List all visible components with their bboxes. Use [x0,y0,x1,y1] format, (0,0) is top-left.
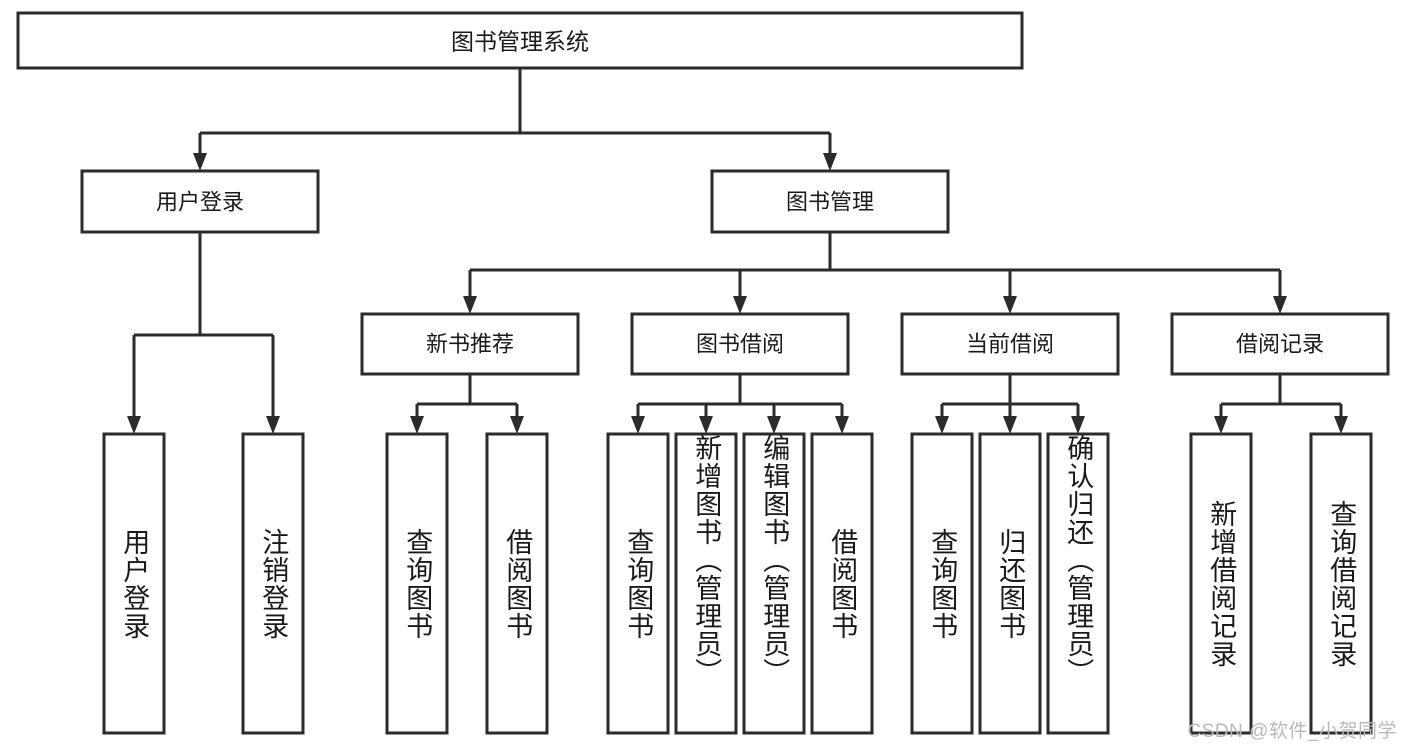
node-borrow-record-box[interactable] [1170,312,1390,376]
leaf-box-book-borrow-4[interactable] [810,432,874,735]
leaf-boxes-book-borrow [606,432,874,735]
leaf-box-new-book-1[interactable] [385,432,449,735]
node-new-book-recommend-label: 新书推荐 [426,332,514,357]
leaf-box-borrow-record-1[interactable] [1189,432,1253,735]
node-root-box[interactable] [16,11,1024,70]
arrowhead-bb-leaf1 [631,416,645,434]
connector-group-user-login [127,232,280,434]
leaf-box-borrow-record-2[interactable] [1309,432,1373,735]
arrowhead-borrow-record [1273,296,1287,314]
arrowhead-bb-leaf4 [835,416,849,434]
arrowhead-bb-leaf2 [699,416,713,434]
connector-group-borrow-record [1214,374,1348,434]
leaf-box-book-borrow-1[interactable] [606,432,670,735]
node-user-login-label: 用户登录 [156,190,244,215]
leaf-box-current-borrow-2[interactable] [978,432,1042,735]
connector-group-book-manage [463,232,1287,314]
arrowhead-book-borrow [733,296,747,314]
leaf-box-user-login-1[interactable] [102,432,166,735]
arrowhead-ul-leaf2 [266,416,280,434]
leaf-boxes-user-login [102,432,305,735]
leaf-boxes-new-book [385,432,549,735]
arrowhead-br-leaf2 [1334,416,1348,434]
arrowhead-ul-leaf1 [127,416,141,434]
arrowhead-user-login [193,153,207,171]
leaf-boxes-borrow-record [1189,432,1373,735]
node-current-borrow[interactable]: 当前借阅 [900,312,1120,376]
node-current-borrow-box[interactable] [900,312,1120,376]
arrowhead-nb-leaf2 [510,416,524,434]
node-borrow-record-label: 借阅记录 [1236,332,1324,357]
csdn-watermark: CSDN @软件_小贺同学 [1187,721,1397,742]
node-book-manage-label: 图书管理 [786,190,874,215]
arrowhead-current-borrow [1003,296,1017,314]
arrowhead-new-book [463,296,477,314]
leaf-box-user-login-2[interactable] [241,432,305,735]
leaf-boxes-current-borrow [910,432,1110,735]
arrowhead-book-manage [823,153,837,171]
node-book-manage-box[interactable] [710,169,950,234]
connector-group-current-borrow [935,374,1085,434]
leaf-box-current-borrow-1[interactable] [910,432,974,735]
node-user-login[interactable]: 用户登录 [80,169,320,234]
node-root-label: 图书管理系统 [451,29,589,55]
arrowhead-cb-leaf3 [1071,416,1085,434]
arrowhead-br-leaf1 [1214,416,1228,434]
leaf-box-current-borrow-3[interactable] [1046,432,1110,735]
node-new-book-recommend[interactable]: 新书推荐 [360,312,580,376]
arrowhead-bb-leaf3 [767,416,781,434]
node-root[interactable]: 图书管理系统 [16,11,1024,70]
node-book-borrow-label: 图书借阅 [696,332,784,357]
leaf-box-book-borrow-3[interactable] [742,432,806,735]
arrowhead-nb-leaf1 [410,416,424,434]
node-current-borrow-label: 当前借阅 [966,332,1054,357]
node-new-book-recommend-box[interactable] [360,312,580,376]
node-borrow-record[interactable]: 借阅记录 [1170,312,1390,376]
connector-group-book-borrow [631,374,849,434]
arrowhead-cb-leaf2 [1003,416,1017,434]
node-user-login-box[interactable] [80,169,320,234]
connector-group-root [193,68,837,171]
node-book-borrow-box[interactable] [630,312,850,376]
node-book-borrow[interactable]: 图书借阅 [630,312,850,376]
connector-group-new-book [410,374,524,434]
leaf-box-book-borrow-2[interactable] [674,432,738,735]
arrowhead-cb-leaf1 [935,416,949,434]
leaf-box-new-book-2[interactable] [485,432,549,735]
node-book-manage[interactable]: 图书管理 [710,169,950,234]
